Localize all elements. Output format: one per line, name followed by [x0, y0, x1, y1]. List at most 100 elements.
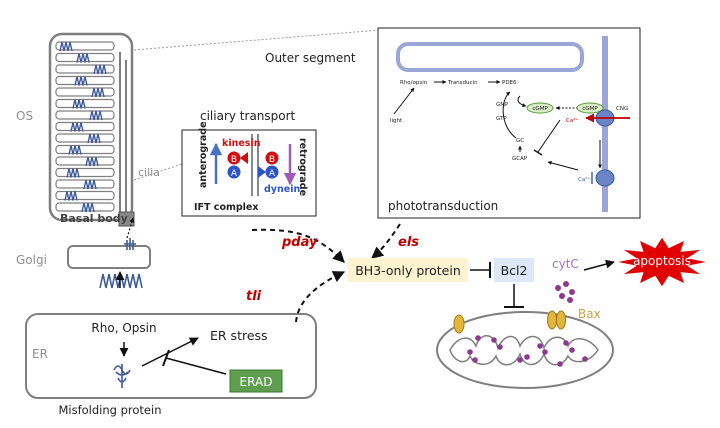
apoptosis-label: apoptosis	[633, 254, 691, 268]
misfold-to-er-stress-arrow	[141, 337, 199, 367]
misfolding-label: Misfolding protein	[58, 403, 161, 417]
bcl2-box	[494, 258, 534, 282]
disc-opsin-icon	[91, 87, 105, 98]
misfolded-protein-icon	[113, 364, 131, 388]
os-label: OS	[16, 109, 33, 123]
els-label: els	[398, 235, 419, 250]
kinesin-label: kinesin	[222, 138, 261, 149]
golgi-to-cilium-arrow	[126, 217, 135, 239]
disc-opsin-icon	[87, 133, 101, 144]
mito-cytc-dot	[472, 357, 478, 363]
zoom-line	[133, 29, 381, 51]
mito-cytc-dot	[475, 335, 481, 341]
kinesin-motor-icon	[240, 152, 248, 164]
ift-a-label: A	[231, 169, 238, 179]
zoom-line	[133, 163, 183, 181]
anterograde-label: anterograde	[198, 121, 209, 188]
light-label: light	[390, 118, 403, 124]
erad-box	[229, 369, 283, 393]
ift-complex-label: IFT complex	[194, 202, 259, 213]
gtp-label: GTP	[496, 116, 507, 122]
cgmp-cycle-arrow	[502, 91, 517, 139]
dynein-motor-icon	[258, 166, 266, 178]
mito-cytc-dot	[524, 354, 530, 360]
ift-b2-label: B	[269, 155, 275, 165]
pday-label: pday	[281, 235, 318, 250]
cgmp-label: cGMP	[532, 106, 548, 112]
disc-membrane	[396, 42, 584, 72]
cilia-label: cilia	[138, 166, 160, 179]
disc-opsin-icon	[66, 168, 80, 178]
mito-cytc-dot	[467, 349, 473, 355]
ift-a2-circle	[265, 165, 279, 179]
disc-opsin-icon	[64, 191, 78, 201]
light-arrow	[393, 87, 415, 115]
bax-pore	[556, 310, 566, 330]
disc	[55, 167, 115, 178]
cgmp2-ellipse	[576, 102, 604, 114]
disc-opsin-icon	[72, 99, 86, 109]
disc-opsin-icon	[85, 156, 99, 167]
disc-stack	[55, 41, 115, 213]
cytc-dot	[555, 285, 561, 291]
transducin-label: Transducin	[447, 80, 478, 86]
bh3-label: BH3-only protein	[355, 263, 461, 278]
disc-opsin-icon	[93, 64, 107, 75]
ca-out-to-gcap-arrow	[547, 160, 579, 171]
bax-label: Bax	[578, 307, 601, 321]
ift-a-circle	[227, 165, 241, 179]
disc	[55, 133, 115, 143]
gmp-label: GMP	[496, 102, 509, 108]
cytc-dot	[559, 293, 565, 299]
cytc-label: cytC	[552, 257, 579, 271]
dynein-label: dynein	[264, 184, 300, 195]
mito-cytc-dot	[537, 343, 543, 349]
golgi-label: Golgi	[16, 253, 47, 267]
er-label: ER	[32, 347, 48, 361]
mito-cytc-dot	[569, 347, 575, 353]
cytc-dot	[569, 289, 575, 295]
erad-inhibit-bar	[162, 349, 170, 367]
bcl2-label: Bcl2	[501, 263, 528, 278]
ift-b-circle	[227, 151, 241, 165]
er-opsin-icon	[99, 273, 143, 289]
gc-label: GC	[516, 138, 524, 144]
mito-cytc-dot	[517, 357, 523, 363]
disc	[55, 110, 115, 120]
pday-arrow	[251, 228, 345, 263]
mito-cytc-dot	[563, 340, 569, 346]
cytc-to-apoptosis-arrow	[583, 259, 615, 271]
ift-b2-circle	[265, 151, 279, 165]
gcap-label: GCAP	[512, 156, 528, 162]
mito-cytc-dot	[557, 361, 563, 367]
ca-in-label: Ca²⁺	[566, 117, 578, 124]
disc-opsin-icon	[76, 53, 90, 63]
disc-opsin-icon	[68, 145, 82, 155]
disc	[55, 144, 115, 155]
bh3-box	[348, 258, 468, 282]
disc-opsin-icon	[70, 122, 84, 132]
rho-opsin-label: Rho, Opsin	[91, 321, 156, 335]
ca-to-gcap-line	[537, 119, 561, 153]
bax-pore	[547, 310, 557, 330]
disc-opsin-icon	[83, 179, 97, 190]
cytc-dots	[555, 281, 575, 303]
disc-opsin-icon	[74, 76, 88, 86]
erad-inhibit-line	[165, 357, 227, 375]
golgi-opsin-icon	[124, 238, 136, 250]
disc	[55, 156, 115, 166]
cgmp-ellipse	[526, 102, 554, 114]
tli-arrow	[295, 271, 346, 323]
gmp-to-cgmp-arrow	[517, 95, 527, 108]
ca-to-gcap-bar	[533, 149, 543, 156]
disc-opsin-icon	[59, 41, 73, 52]
golgi-shape	[67, 245, 151, 269]
ciliary-transport-title: ciliary transport	[200, 109, 296, 123]
mitochondrion-cristae	[449, 335, 599, 366]
er-stress-label: ER stress	[210, 328, 268, 343]
mito-cytc-dot	[497, 344, 503, 350]
disc	[55, 190, 115, 201]
cytc-dot	[567, 297, 573, 303]
